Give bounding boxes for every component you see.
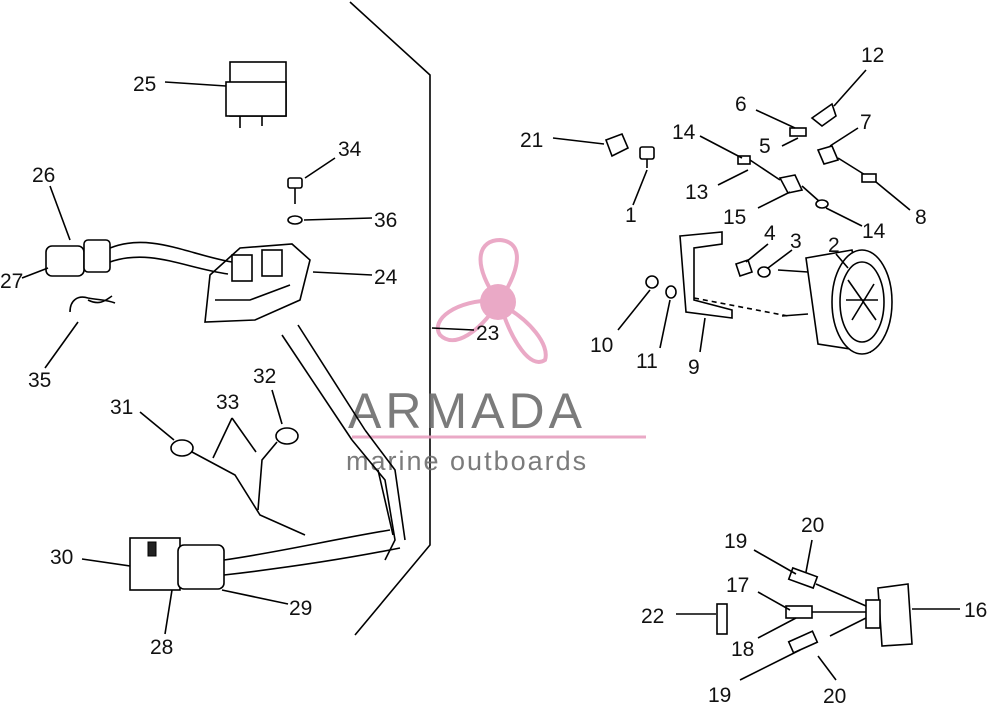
main-connector-part bbox=[129, 537, 225, 591]
mounting-bracket-part bbox=[679, 231, 733, 319]
watermark: ARMADA marine outboards bbox=[346, 237, 646, 476]
callout-2: 2 bbox=[828, 234, 840, 257]
callout-9: 9 bbox=[688, 356, 700, 379]
relay-part bbox=[225, 61, 287, 128]
callout-5: 5 bbox=[759, 135, 771, 158]
screw-part bbox=[287, 177, 303, 204]
propeller-hub-icon bbox=[480, 284, 516, 320]
terminal-part-22 bbox=[716, 603, 728, 635]
watermark-brand: ARMADA bbox=[348, 383, 586, 439]
callout-7: 7 bbox=[860, 111, 872, 134]
connector-lead-part bbox=[737, 155, 829, 209]
callout-28: 28 bbox=[150, 636, 173, 659]
callout-26: 26 bbox=[32, 164, 55, 187]
ground-lead-part bbox=[170, 427, 306, 536]
callout-3: 3 bbox=[790, 230, 802, 253]
callout-35: 35 bbox=[28, 369, 51, 392]
boundary-line bbox=[349, 1, 431, 636]
callout-20a: 20 bbox=[801, 514, 824, 537]
callout-29: 29 bbox=[289, 597, 312, 620]
callout-16: 16 bbox=[964, 599, 987, 622]
washer-part-3 bbox=[757, 266, 771, 278]
propeller-logo-icon bbox=[436, 237, 548, 364]
callout-21: 21 bbox=[520, 129, 543, 152]
callout-20b: 20 bbox=[823, 685, 846, 707]
callout-33: 33 bbox=[216, 391, 239, 414]
callout-4: 4 bbox=[764, 222, 776, 245]
terminal-block-part bbox=[204, 243, 311, 323]
callout-1: 1 bbox=[625, 204, 637, 227]
callout-13: 13 bbox=[685, 181, 708, 204]
callout-10: 10 bbox=[590, 334, 613, 357]
lockwasher-part bbox=[665, 285, 677, 299]
boot-part bbox=[816, 145, 877, 183]
nut-part bbox=[645, 275, 659, 289]
terminal-part bbox=[789, 127, 807, 137]
callout-19b: 19 bbox=[708, 684, 731, 707]
callout-31: 31 bbox=[110, 396, 133, 419]
wire-terminals bbox=[785, 566, 867, 654]
bracket-part bbox=[604, 132, 630, 158]
terminal-clip-part bbox=[810, 102, 837, 128]
clip-part bbox=[69, 296, 116, 313]
callout-6: 6 bbox=[735, 93, 747, 116]
callout-15: 15 bbox=[723, 206, 746, 229]
harness-cable bbox=[281, 334, 353, 441]
callout-22: 22 bbox=[641, 605, 664, 628]
callout-12: 12 bbox=[861, 44, 884, 67]
callout-32: 32 bbox=[253, 365, 276, 388]
nut-part-4 bbox=[734, 258, 754, 278]
callout-14b: 14 bbox=[862, 220, 886, 243]
callout-34: 34 bbox=[338, 138, 362, 161]
callout-25: 25 bbox=[133, 73, 156, 96]
plug-part bbox=[865, 583, 913, 647]
callout-17: 17 bbox=[726, 574, 749, 597]
callout-36: 36 bbox=[374, 209, 397, 232]
callout-18: 18 bbox=[731, 638, 754, 661]
callout-30: 30 bbox=[50, 546, 73, 569]
gauge-part bbox=[777, 249, 893, 355]
callout-23: 23 bbox=[476, 322, 499, 345]
bullet-connector-part bbox=[45, 239, 111, 277]
callout-11: 11 bbox=[636, 350, 658, 373]
washer-part bbox=[287, 215, 303, 225]
callout-19a: 19 bbox=[724, 530, 747, 553]
callout-14a: 14 bbox=[672, 121, 696, 144]
screw-part-1 bbox=[639, 146, 655, 168]
watermark-tagline: marine outboards bbox=[346, 446, 588, 476]
callout-8: 8 bbox=[915, 206, 927, 229]
callout-24: 24 bbox=[374, 266, 398, 289]
callout-27: 27 bbox=[0, 270, 23, 293]
